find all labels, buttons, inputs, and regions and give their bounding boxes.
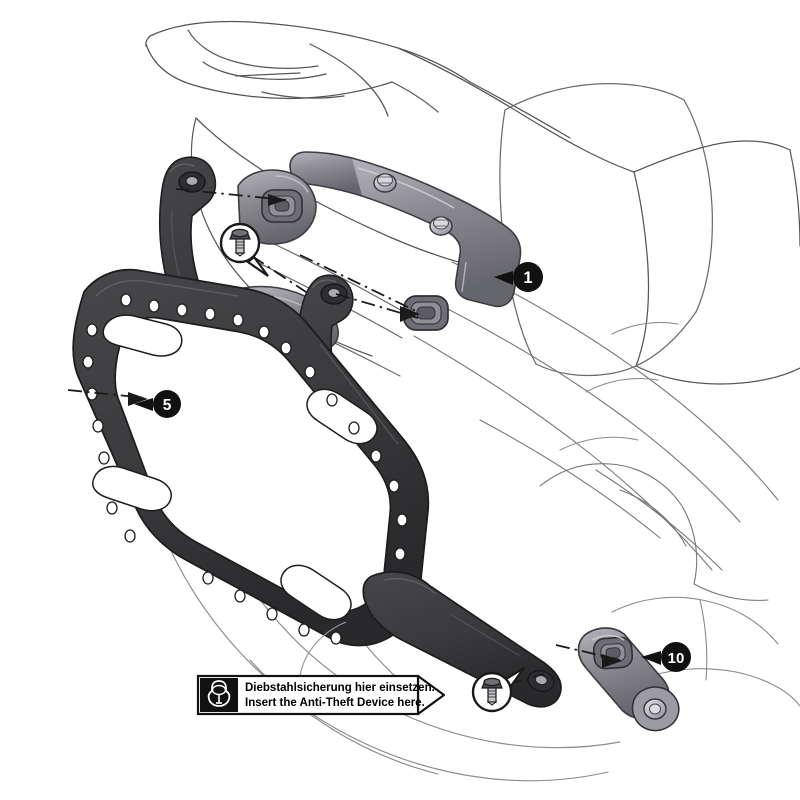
notice-line-de: Diebstahlsicherung hier einsetzen. bbox=[245, 682, 435, 694]
rear-fender-outline bbox=[611, 596, 800, 707]
bracket-bolt-lower bbox=[429, 216, 453, 236]
arrowhead-rear-lower bbox=[602, 654, 622, 668]
rack-lower-arm bbox=[362, 571, 562, 708]
subframe-bracket-middle bbox=[237, 169, 317, 245]
callout-1-disc bbox=[513, 262, 543, 292]
pannier-rack-plate bbox=[72, 268, 430, 647]
callout-10-disc bbox=[661, 642, 691, 672]
notice-line-en: Insert the Anti-Theft Device here. bbox=[245, 697, 425, 709]
callout-10: 10 bbox=[641, 642, 691, 672]
screw-balloon-upper bbox=[219, 222, 269, 277]
panel-seam-detail bbox=[559, 321, 679, 451]
axis-upper-rear bbox=[299, 254, 419, 313]
rack-plate-holes-left bbox=[82, 323, 136, 543]
anti-theft-lock-icon bbox=[207, 680, 231, 707]
assembly-arrowheads bbox=[128, 194, 622, 668]
bracket-bolt-upper bbox=[373, 173, 397, 193]
axis-screw-upper bbox=[251, 255, 307, 293]
callout-1: 1 bbox=[494, 262, 543, 292]
rack-plate-holes-bottom bbox=[202, 571, 342, 645]
callout-group: 1 5 10 bbox=[134, 262, 691, 672]
callout-10-pointer bbox=[641, 651, 661, 665]
rack-plate-holes-upper bbox=[120, 293, 292, 355]
arrowhead-upper-front bbox=[268, 194, 286, 206]
rear-luggage-rack-outline bbox=[145, 20, 471, 117]
hex-flange-bolt-icon bbox=[481, 677, 503, 706]
callout-5-pointer bbox=[134, 398, 153, 411]
callout-1-pointer bbox=[494, 271, 513, 285]
rack-plate-slots bbox=[92, 314, 378, 621]
callout-1-label: 1 bbox=[523, 269, 532, 287]
lower-fairing-outline bbox=[539, 463, 769, 601]
callout-5-disc bbox=[153, 390, 181, 418]
screw-balloon-lower bbox=[471, 667, 525, 713]
hardware-balloon-group bbox=[219, 222, 525, 713]
tail-fairing-outline bbox=[397, 47, 800, 385]
anti-theft-notice: Diebstahlsicherung hier einsetzen. Inser… bbox=[196, 621, 446, 716]
rear-bracket-bolt bbox=[631, 686, 680, 732]
rear-mount-bracket bbox=[577, 627, 680, 732]
arrowhead-upper-rear bbox=[400, 306, 420, 322]
callout-5-label: 5 bbox=[163, 397, 172, 414]
callout-10-label: 10 bbox=[668, 650, 685, 667]
callout-5: 5 bbox=[134, 390, 181, 418]
tail-body-lines bbox=[413, 261, 779, 571]
subframe-bracket-upper bbox=[289, 151, 522, 331]
bracket-eye-lower bbox=[403, 295, 449, 331]
hex-flange-bolt-icon bbox=[229, 228, 251, 257]
axis-upper-front bbox=[175, 188, 287, 201]
arrowhead-callout-5 bbox=[128, 392, 148, 406]
rack-upper-arms-group bbox=[158, 156, 399, 483]
